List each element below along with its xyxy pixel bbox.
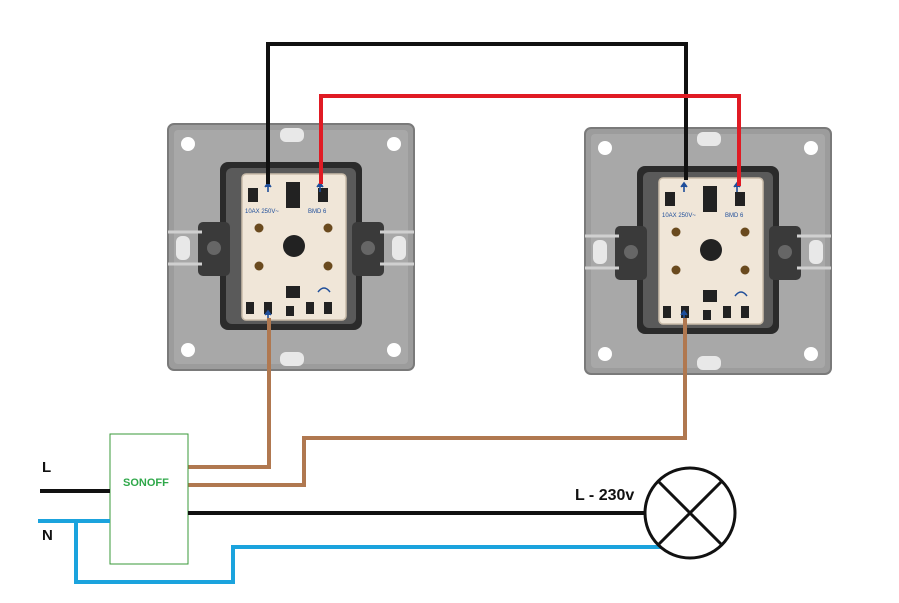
sonoff-module — [109, 433, 189, 565]
wire-brown-right — [188, 318, 687, 487]
switch-left-model: BMD 6 — [308, 209, 327, 215]
switch-right: 10AX 250V~ BMD 6 — [583, 126, 833, 376]
line-label: L — [42, 459, 51, 476]
wire-red-traveller — [319, 94, 741, 186]
switch-right-model: BMD 6 — [725, 213, 744, 219]
wire-black-traveller — [266, 42, 688, 184]
neutral-label: N — [42, 527, 53, 544]
switch-left-rating: 10AX 250V~ — [245, 209, 279, 215]
sonoff-label: SONOFF — [123, 477, 169, 489]
switch-left: 10AX 250V~ BMD 6 — [166, 122, 416, 372]
lamp-symbol-icon — [643, 466, 737, 560]
lamp-voltage-label: L - 230v — [575, 487, 634, 504]
switch-right-rating: 10AX 250V~ — [662, 213, 696, 219]
wire-blue-neutral — [74, 521, 662, 584]
wire-brown-left — [188, 318, 271, 469]
